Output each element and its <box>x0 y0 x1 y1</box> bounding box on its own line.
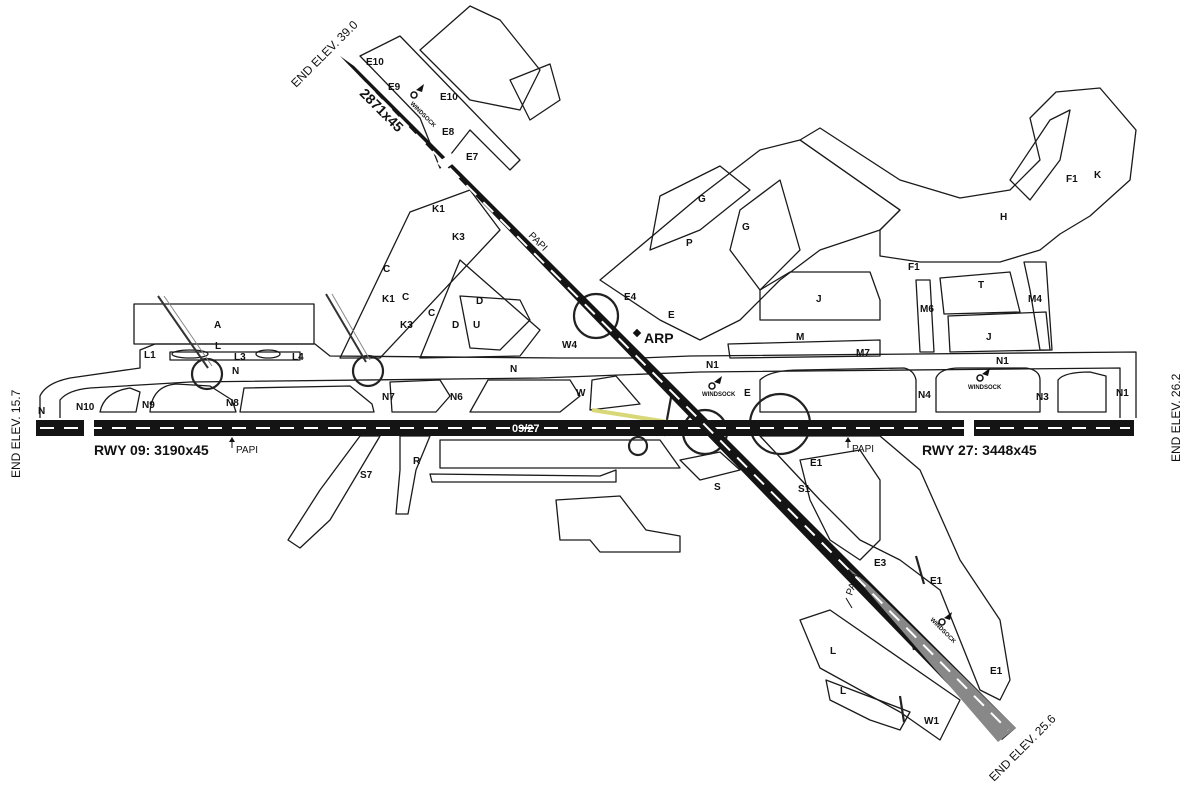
label-l1: L1 <box>144 350 156 361</box>
label-r: R <box>413 456 421 467</box>
label-n10: N10 <box>76 402 95 413</box>
label-s: S <box>714 482 721 493</box>
windsock-nw: WINDSOCK <box>409 84 437 129</box>
label-eb: E <box>744 388 751 399</box>
label-e1b: E1 <box>930 576 943 587</box>
papi-27: PAPI <box>845 437 874 455</box>
label-e9: E9 <box>388 82 401 93</box>
label-s1: S1 <box>798 484 811 495</box>
label-c1: C <box>383 264 390 275</box>
label-n3: N3 <box>1036 392 1049 403</box>
windsock-center-label: WINDSOCK <box>702 392 736 398</box>
label-u: U <box>473 320 480 331</box>
label-e4: E4 <box>624 292 637 303</box>
label-e1a: E1 <box>810 458 823 469</box>
papi-09-label: PAPI <box>236 445 258 456</box>
label-e10b: E10 <box>440 92 458 103</box>
label-m4: M4 <box>1028 294 1042 305</box>
label-s7: S7 <box>360 470 373 481</box>
label-n9: N9 <box>142 400 155 411</box>
arp-label: ARP <box>644 330 674 346</box>
runway-09-27-designator: 09/27 <box>512 423 540 435</box>
windsock-east-label: WINDSOCK <box>968 385 1002 391</box>
label-f1a: F1 <box>908 262 920 273</box>
label-f1b: F1 <box>1066 174 1078 185</box>
label-l: L <box>215 341 221 352</box>
label-m: M <box>796 332 804 343</box>
label-n: N <box>232 366 239 377</box>
papi-09: PAPI <box>229 437 258 456</box>
label-n7: N7 <box>382 392 395 403</box>
label-h: H <box>1000 212 1007 223</box>
label-d1: D <box>476 296 483 307</box>
label-e8: E8 <box>442 127 455 138</box>
runway-14-32: 14/32 2871x45 <box>340 56 1016 742</box>
label-l4: L4 <box>292 352 304 363</box>
label-la: L <box>830 646 836 657</box>
label-c2: C <box>402 292 409 303</box>
label-lb: L <box>840 686 846 697</box>
elevation-west: END ELEV. 15.7 <box>9 389 23 478</box>
label-n-mid: N <box>510 364 517 375</box>
label-a: A <box>214 320 221 331</box>
papi-27-label: PAPI <box>852 444 874 455</box>
elevation-east: END ELEV. 26.2 <box>1169 373 1183 462</box>
windsock-east: WINDSOCK <box>968 368 1002 391</box>
label-nw: N <box>38 406 45 417</box>
label-l3: L3 <box>234 352 246 363</box>
label-m7: M7 <box>856 348 870 359</box>
windsock-center: WINDSOCK <box>702 376 736 398</box>
label-g1: G <box>698 194 706 205</box>
runway-27-label: RWY 27: 3448x45 <box>922 442 1037 458</box>
label-n1b: N1 <box>996 356 1009 367</box>
label-n6: N6 <box>450 392 463 403</box>
label-m6: M6 <box>920 304 934 315</box>
label-k3a: K3 <box>452 232 465 243</box>
label-n4: N4 <box>918 390 931 401</box>
label-j1: J <box>816 294 822 305</box>
label-n8: N8 <box>226 398 239 409</box>
label-k1b: K1 <box>382 294 395 305</box>
label-e7: E7 <box>466 152 479 163</box>
runway-09-27: 09/27 <box>36 420 1134 436</box>
arp-marker: ARP <box>632 328 674 346</box>
label-e1c: E1 <box>990 666 1003 677</box>
label-w: W <box>576 388 586 399</box>
label-c3: C <box>428 308 435 319</box>
windsock-se: WINDSOCK <box>929 612 957 645</box>
label-w1: W1 <box>924 716 939 727</box>
label-t: T <box>978 280 984 291</box>
label-p: P <box>686 238 693 249</box>
label-g2: G <box>742 222 750 233</box>
label-w4: W4 <box>562 340 577 351</box>
label-k3b: K3 <box>400 320 413 331</box>
label-d2: D <box>452 320 459 331</box>
label-n1c: N1 <box>1116 388 1129 399</box>
label-e3: E3 <box>874 558 887 569</box>
label-ea: E <box>668 310 675 321</box>
label-e10a: E10 <box>366 57 384 68</box>
label-k: K <box>1094 170 1102 181</box>
label-n1a: N1 <box>706 360 719 371</box>
runway-09-label: RWY 09: 3190x45 <box>94 442 209 458</box>
label-k1a: K1 <box>432 204 445 215</box>
taxiway-labels: E10 E9 E10 E8 E7 K1 K3 C K1 C K3 C D D U… <box>38 57 1129 727</box>
label-j2: J <box>986 332 992 343</box>
elevation-nw: END ELEV. 39.0 <box>288 18 361 91</box>
pavement-outlines <box>39 5 1137 741</box>
